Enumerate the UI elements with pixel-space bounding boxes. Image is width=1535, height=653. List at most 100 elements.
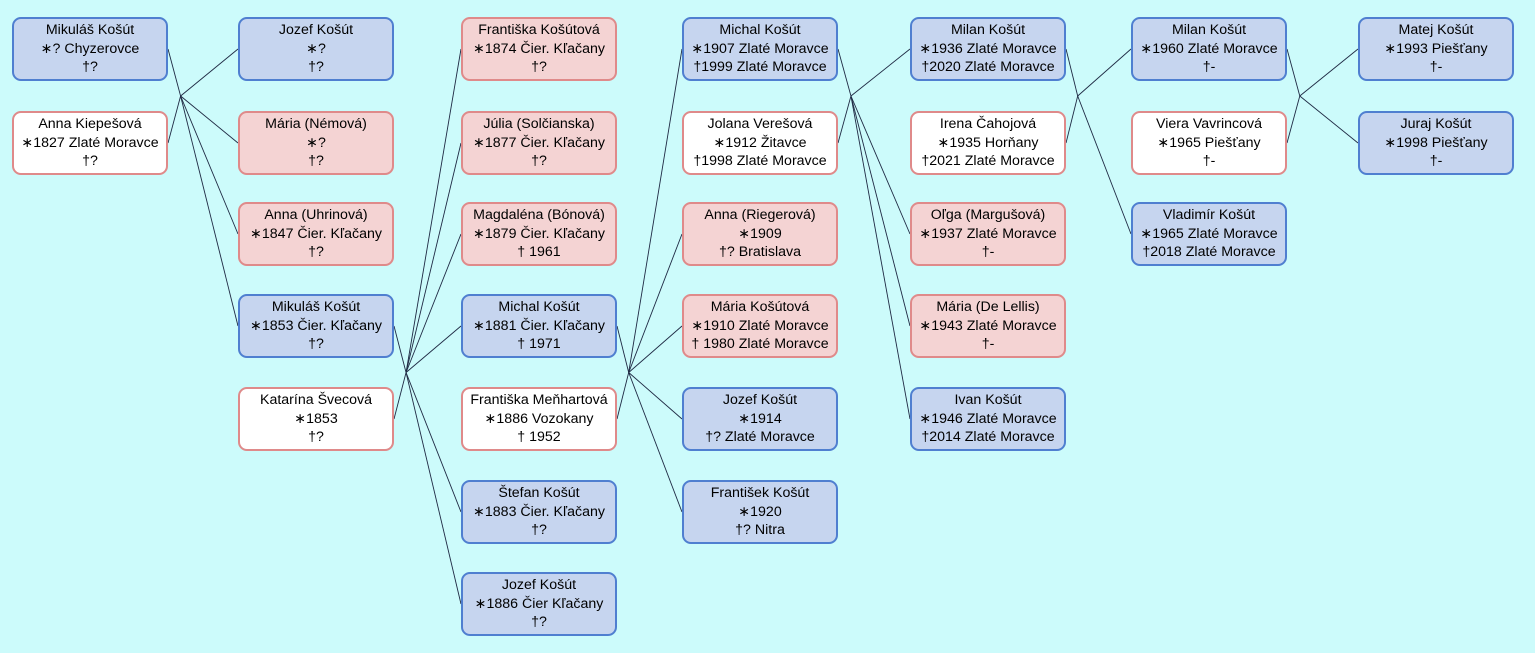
person-card-katarina[interactable]: Katarína Švecová∗1853†?	[238, 387, 394, 451]
person-card-frantiska-m[interactable]: Františka Meňhartová∗1886 Vozokany † 1952	[461, 387, 617, 451]
person-name: Mária (De Lellis)	[936, 299, 1040, 316]
person-card-ivan[interactable]: Ivan Košút∗1946 Zlaté Moravce †2014 Zlaté…	[910, 387, 1066, 451]
person-died: †?	[82, 59, 98, 76]
person-died: †-	[1202, 153, 1216, 170]
child-link	[1299, 48, 1359, 97]
person-name: Milan Košút	[1171, 22, 1247, 39]
child-link	[850, 95, 911, 235]
child-link	[1077, 48, 1132, 97]
person-name: Magdaléna (Bónová)	[473, 207, 605, 224]
person-card-jozef2[interactable]: Jozef Košút∗1886 Čier Kľačany†?	[461, 572, 617, 636]
person-born: ∗? Chyzerovce	[40, 40, 140, 57]
person-born: ∗1909	[738, 225, 782, 242]
person-died: †?	[308, 59, 324, 76]
person-name: Matej Košút	[1398, 22, 1474, 39]
person-born: ∗1886 Čier Kľačany	[474, 595, 604, 612]
person-card-vladimir[interactable]: Vladimír Košút∗1965 Zlaté Moravce†2018 Z…	[1131, 202, 1287, 266]
person-died: †?	[531, 59, 547, 76]
parent-link	[167, 48, 182, 97]
person-name: Katarína Švecová	[260, 392, 372, 409]
child-link	[628, 233, 683, 373]
person-name: Mikuláš Košút	[271, 299, 361, 316]
person-born: ∗?	[306, 40, 326, 57]
person-born: ∗1937 Zlaté Moravce	[919, 225, 1057, 242]
person-card-milan1[interactable]: Milan Košút∗1936 Zlaté Moravce†2020 Zlat…	[910, 17, 1066, 81]
person-died: †? Bratislava	[718, 244, 801, 261]
person-name: Anna (Riegerová)	[704, 207, 816, 224]
child-link	[850, 95, 911, 327]
person-name: Štefan Košút	[498, 485, 580, 502]
person-card-maria-dl[interactable]: Mária (De Lellis)∗1943 Zlaté Moravce†-	[910, 294, 1066, 358]
person-name: František Košút	[710, 485, 810, 502]
person-died: †?	[531, 153, 547, 170]
person-name: Vladimír Košút	[1162, 207, 1256, 224]
person-card-frantisek[interactable]: František Košút∗1920†? Nitra	[682, 480, 838, 544]
person-died: †?	[308, 153, 324, 170]
person-born: ∗1914	[738, 410, 782, 427]
person-card-anna-k[interactable]: Anna Kiepešová∗1827 Zlaté Moravce†?	[12, 111, 168, 175]
parent-link	[837, 48, 852, 97]
person-card-milan2[interactable]: Milan Košút∗1960 Zlaté Moravce†-	[1131, 17, 1287, 81]
person-died: †-	[1202, 59, 1216, 76]
person-card-jolana[interactable]: Jolana Verešová∗1912 Žitavce†1998 Zlaté …	[682, 111, 838, 175]
child-link	[628, 372, 683, 420]
person-card-michal1[interactable]: Michal Košút∗1881 Čier. Kľačany† 1971	[461, 294, 617, 358]
person-born: ∗?	[306, 134, 326, 151]
person-born: ∗1877 Čier. Kľačany	[473, 134, 605, 151]
person-died: † 1952	[517, 429, 561, 446]
person-card-maria-k[interactable]: Mária Košútová∗1910 Zlaté Moravce† 1980 …	[682, 294, 838, 358]
person-name: Oľga (Margušová)	[930, 207, 1046, 224]
person-card-magdalena[interactable]: Magdaléna (Bónová)∗1879 Čier. Kľačany† 1…	[461, 202, 617, 266]
child-link	[405, 372, 462, 605]
person-card-jozef1[interactable]: Jozef Košút∗?†?	[238, 17, 394, 81]
parent-link	[167, 95, 182, 144]
person-died: † 1971	[517, 336, 561, 353]
person-card-frantiska1[interactable]: Františka Košútová∗1874 Čier. Kľačany†?	[461, 17, 617, 81]
person-died: †1999 Zlaté Moravce	[693, 59, 827, 76]
person-card-olga[interactable]: Oľga (Margušová)∗1937 Zlaté Moravce †-	[910, 202, 1066, 266]
person-born: ∗1853 Čier. Kľačany	[250, 317, 382, 334]
person-name: Ivan Košút	[954, 392, 1022, 409]
person-born: ∗1907 Zlaté Moravce	[691, 40, 829, 57]
person-name: Františka Meňhartová	[470, 392, 608, 409]
person-card-matej[interactable]: Matej Košút∗1993 Piešťany†-	[1358, 17, 1514, 81]
person-died: †-	[981, 244, 995, 261]
person-name: Michal Košút	[719, 22, 801, 39]
person-born: ∗1946 Zlaté Moravce	[919, 410, 1057, 427]
person-card-mikulas2[interactable]: Mikuláš Košút∗1853 Čier. Kľačany†?	[238, 294, 394, 358]
parent-link	[1286, 95, 1301, 144]
person-name: Irena Čahojová	[939, 116, 1037, 133]
person-born: ∗1943 Zlaté Moravce	[919, 317, 1057, 334]
person-name: Juraj Košút	[1400, 116, 1472, 133]
person-died: †2014 Zlaté Moravce	[921, 429, 1055, 446]
person-died: †?	[531, 522, 547, 539]
person-card-jozef3[interactable]: Jozef Košút∗1914†? Zlaté Moravce	[682, 387, 838, 451]
child-link	[405, 142, 462, 373]
person-card-maria-n[interactable]: Mária (Némová)∗?†?	[238, 111, 394, 175]
person-born: ∗1847 Čier. Kľačany	[250, 225, 382, 242]
child-link	[1077, 95, 1132, 235]
person-born: ∗1879 Čier. Kľačany	[473, 225, 605, 242]
person-card-julia[interactable]: Júlia (Solčianska)∗1877 Čier. Kľačany †?	[461, 111, 617, 175]
person-born: ∗1886 Vozokany	[484, 410, 594, 427]
person-name: Viera Vavrincová	[1156, 116, 1262, 133]
person-card-michal2[interactable]: Michal Košút∗1907 Zlaté Moravce †1999 Zla…	[682, 17, 838, 81]
person-born: ∗1936 Zlaté Moravce	[919, 40, 1057, 57]
person-name: Júlia (Solčianska)	[483, 116, 595, 133]
person-died: †? Nitra	[735, 522, 785, 539]
person-card-viera[interactable]: Viera Vavrincová∗1965 Piešťany†-	[1131, 111, 1287, 175]
person-card-stefan[interactable]: Štefan Košút∗1883 Čier. Kľačany†?	[461, 480, 617, 544]
person-card-anna-u[interactable]: Anna (Uhrinová)∗1847 Čier. Kľačany†?	[238, 202, 394, 266]
person-born: ∗1874 Čier. Kľačany	[473, 40, 605, 57]
person-name: Milan Košút	[950, 22, 1026, 39]
person-card-irena[interactable]: Irena Čahojová∗1935 Horňany†2021 Zlaté M…	[910, 111, 1066, 175]
person-born: ∗1853	[294, 410, 338, 427]
person-name: Jozef Košút	[722, 392, 798, 409]
person-card-mikulas-sr[interactable]: Mikuláš Košút∗? Chyzerovce†?	[12, 17, 168, 81]
person-card-juraj[interactable]: Juraj Košút∗1998 Piešťany†-	[1358, 111, 1514, 175]
parent-link	[393, 325, 407, 373]
person-died: †-	[1429, 153, 1443, 170]
person-card-anna-r[interactable]: Anna (Riegerová)∗1909 †? Bratislava	[682, 202, 838, 266]
person-died: †-	[1429, 59, 1443, 76]
